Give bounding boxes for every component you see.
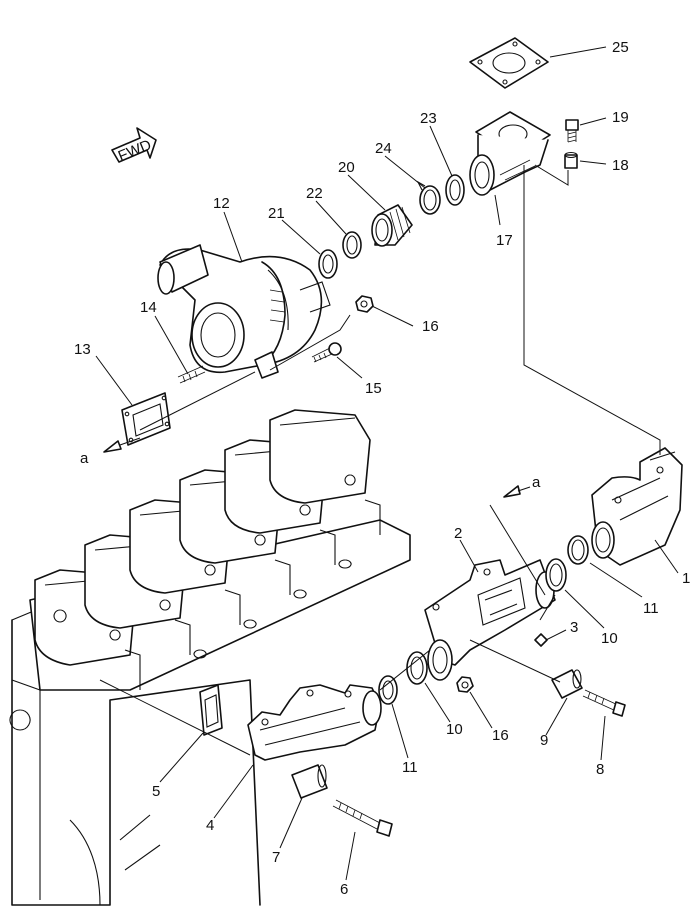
clamp-22 bbox=[342, 231, 362, 259]
ring-10-right bbox=[545, 558, 567, 592]
turbocharger-12 bbox=[157, 244, 331, 379]
fwd-arrow-icon: FWD bbox=[111, 127, 157, 165]
callout-19: 19 bbox=[612, 109, 629, 126]
callout-13: 13 bbox=[74, 341, 91, 358]
callout-9: 9 bbox=[540, 732, 548, 749]
callout-7: 7 bbox=[272, 849, 280, 866]
rear-manifold-1 bbox=[591, 447, 683, 566]
plug-3 bbox=[534, 633, 548, 647]
stud-14 bbox=[177, 365, 206, 384]
clamp-11-right bbox=[567, 535, 589, 565]
ref-a-right-label: a bbox=[532, 474, 541, 491]
gasket-13 bbox=[121, 392, 171, 446]
callout-25: 25 bbox=[612, 39, 629, 56]
clamp-24 bbox=[416, 180, 441, 215]
center-manifold-2 bbox=[424, 559, 556, 681]
callout-17: 17 bbox=[496, 232, 513, 249]
callout-21: 21 bbox=[268, 205, 285, 222]
callout-14: 14 bbox=[140, 299, 157, 316]
fwd-label: FWD bbox=[116, 136, 154, 165]
callout-leaders bbox=[95, 46, 679, 881]
bolt-15 bbox=[311, 342, 342, 363]
callout-11-lower: 11 bbox=[402, 759, 418, 776]
callout-5: 5 bbox=[152, 783, 160, 800]
cylinder-heads bbox=[34, 409, 381, 690]
reference-arrow-a-left: a bbox=[80, 437, 141, 467]
exhaust-elbow-17 bbox=[469, 111, 551, 196]
callout-23: 23 bbox=[420, 110, 437, 127]
connection-lines bbox=[99, 164, 661, 756]
callout-16-upper: 16 bbox=[422, 318, 439, 335]
callout-12: 12 bbox=[213, 195, 230, 212]
callout-10-right: 10 bbox=[601, 630, 618, 647]
callout-20: 20 bbox=[338, 159, 355, 176]
callout-3: 3 bbox=[570, 619, 578, 636]
ring-10-lower bbox=[406, 651, 428, 685]
callout-22: 22 bbox=[306, 185, 323, 202]
ring-23 bbox=[445, 174, 465, 206]
callout-labels: 1 2 3 4 5 6 7 8 9 10 10 11 11 12 13 14 1… bbox=[74, 39, 690, 898]
callout-2: 2 bbox=[454, 525, 462, 542]
bolt-6 bbox=[332, 799, 393, 837]
bellows-20 bbox=[371, 204, 413, 247]
nut-16-lower bbox=[456, 676, 474, 693]
callout-18: 18 bbox=[612, 157, 629, 174]
sleeve-7 bbox=[291, 764, 328, 799]
sleeve-9 bbox=[551, 669, 583, 699]
nut-16-upper bbox=[355, 295, 374, 313]
callout-8: 8 bbox=[596, 761, 604, 778]
callout-16-lower: 16 bbox=[492, 727, 509, 744]
sleeve-18 bbox=[564, 151, 578, 169]
callout-1: 1 bbox=[682, 570, 690, 587]
ref-a-left-label: a bbox=[80, 450, 89, 467]
callout-24: 24 bbox=[375, 140, 392, 157]
gasket-25 bbox=[469, 37, 549, 89]
bolt-19 bbox=[565, 119, 579, 143]
reference-arrow-a-right: a bbox=[503, 474, 541, 498]
callout-11-right: 11 bbox=[643, 600, 659, 617]
ring-21 bbox=[318, 249, 338, 279]
callout-6: 6 bbox=[340, 881, 348, 898]
callout-15: 15 bbox=[365, 380, 382, 397]
callout-10-lower: 10 bbox=[446, 721, 463, 738]
clamp-11-lower bbox=[378, 675, 398, 705]
gasket-5 bbox=[199, 684, 223, 736]
front-manifold-4 bbox=[247, 684, 382, 761]
callout-4: 4 bbox=[206, 817, 214, 834]
engine-block bbox=[9, 409, 411, 906]
bolt-8 bbox=[582, 689, 626, 717]
